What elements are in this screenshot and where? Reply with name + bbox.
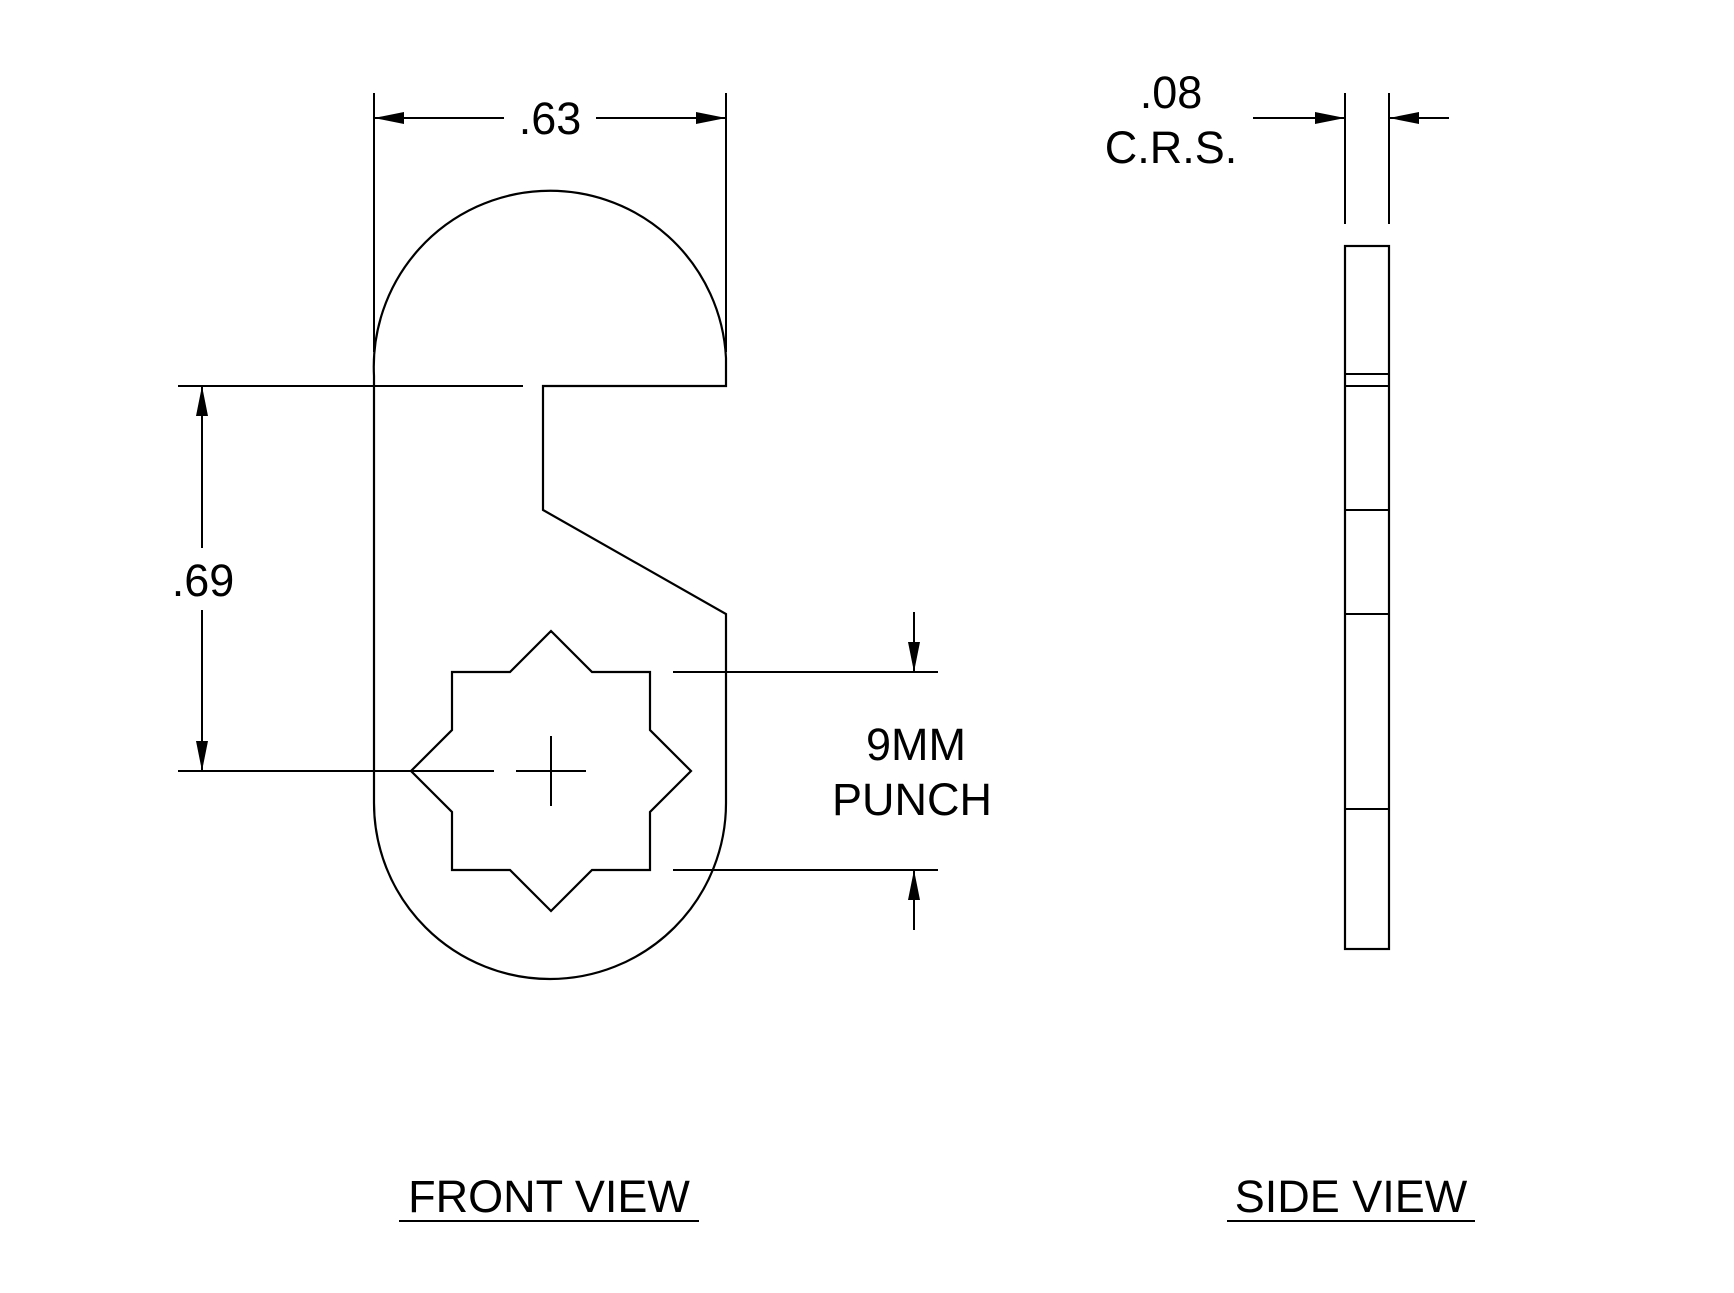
width-dimension: .63 — [373, 93, 727, 352]
height-dim-label: .69 — [172, 555, 235, 606]
thickness-arrow-left — [1315, 112, 1345, 124]
punch-dimension: 9MM PUNCH — [673, 612, 992, 930]
punch-label-line2: PUNCH — [832, 774, 992, 825]
front-view: .63 .69 9MM PUNCH FRONT VIEW — [172, 93, 992, 1222]
punch-arrow-bottom — [908, 870, 920, 900]
width-dim-label: .63 — [519, 93, 582, 144]
punch-label-line1: 9MM — [866, 719, 966, 770]
height-arrow-top — [196, 386, 208, 416]
side-view: .08 C.R.S. SIDE VIEW — [1105, 67, 1475, 1222]
thickness-dimension: .08 C.R.S. — [1105, 67, 1449, 224]
punch-arrow-top — [908, 642, 920, 672]
side-profile — [1343, 244, 1391, 951]
material-label: C.R.S. — [1105, 122, 1238, 173]
height-arrow-bottom — [196, 741, 208, 771]
height-dimension: .69 — [172, 385, 523, 772]
cam-outline — [372, 189, 728, 981]
width-arrow-left — [374, 112, 404, 124]
width-arrow-right — [696, 112, 726, 124]
side-view-title: SIDE VIEW — [1235, 1171, 1468, 1222]
front-view-title: FRONT VIEW — [408, 1171, 690, 1222]
star-punch-outline — [409, 629, 693, 913]
thickness-arrow-right — [1389, 112, 1419, 124]
thickness-dim-label: .08 — [1140, 67, 1203, 118]
